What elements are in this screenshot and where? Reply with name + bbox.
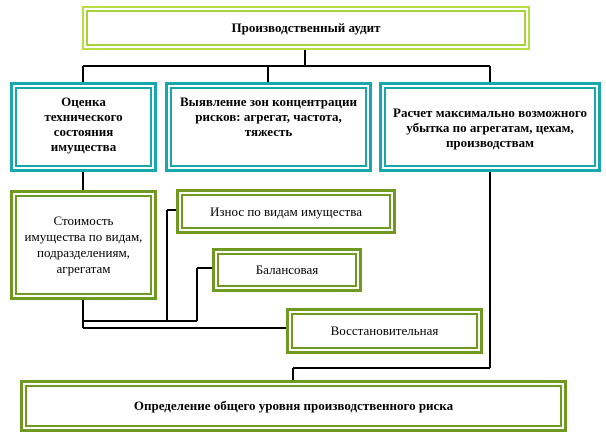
balance-box: Балансовая [212,248,362,292]
technical-condition-label: Оценка технического состояния имущества [44,94,123,154]
technical-condition-box: Оценка технического состояния имущества [10,82,157,172]
property-cost-box: Стоимость имущества по видам, подразделе… [10,190,157,300]
restoration-label: Восстановительная [330,323,439,338]
property-cost-label: Стоимость имущества по видам, подразделе… [24,213,143,276]
restoration-box: Восстановительная [286,308,483,354]
overall-risk-label: Определение общего уровня производственн… [133,398,454,413]
wear-label: Износ по видам имущества [210,203,362,219]
risk-zones-label: Выявление зон концентрации рисков: агрег… [180,94,357,139]
risk-zones-box: Выявление зон концентрации рисков: агрег… [165,82,372,172]
production-audit-box: Производственный аудит [82,6,530,50]
max-loss-box: Расчет максимально возможного убытка по … [379,82,601,172]
overall-risk-box: Определение общего уровня производственн… [20,380,567,432]
balance-label: Балансовая [255,262,319,277]
production-audit-label: Производственный аудит [231,20,381,35]
max-loss-label: Расчет максимально возможного убытка по … [393,104,587,150]
wear-box: Износ по видам имущества [176,189,396,234]
